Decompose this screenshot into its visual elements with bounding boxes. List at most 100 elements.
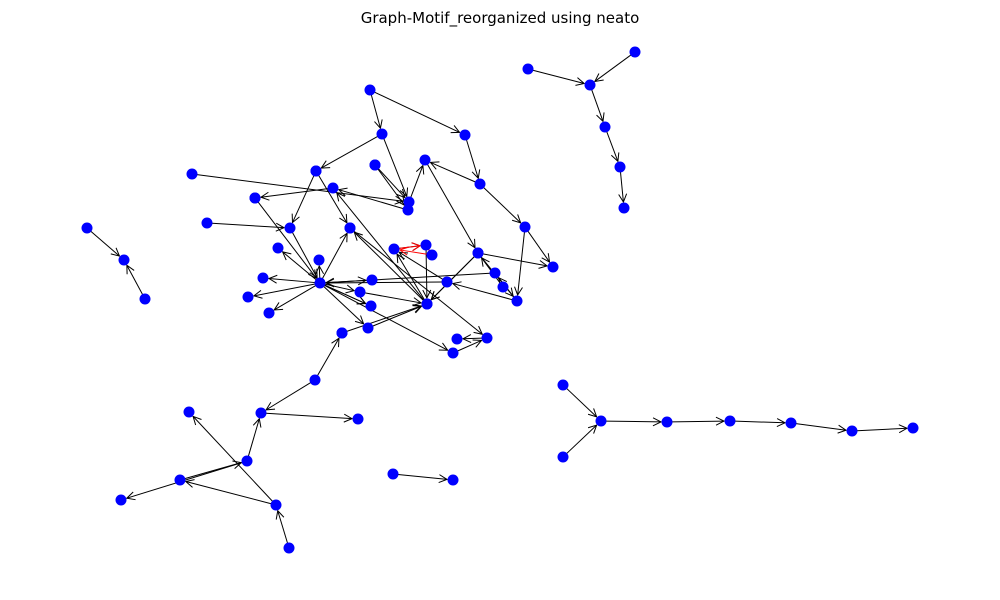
node-n35: [474, 178, 486, 190]
node-n44: [284, 222, 296, 234]
node-n6: [618, 202, 630, 214]
node-n13: [724, 415, 736, 427]
edge-11: [795, 423, 846, 431]
edge-78: [318, 175, 347, 223]
edge-33: [483, 187, 521, 222]
node-n19: [447, 474, 459, 486]
node-n58: [362, 322, 374, 334]
edge-67: [377, 168, 404, 205]
node-n30: [364, 84, 376, 96]
edge-60: [324, 284, 366, 303]
node-n67: [249, 192, 261, 204]
edge-27: [383, 138, 407, 197]
edge-26: [321, 136, 378, 168]
node-n15: [846, 425, 858, 437]
edge-34: [427, 164, 475, 247]
node-n41: [547, 261, 559, 273]
edge-layer: [90, 54, 907, 544]
node-n7: [81, 222, 93, 234]
node-n74: [344, 222, 356, 234]
node-n32: [459, 129, 471, 141]
node-n21: [270, 499, 282, 511]
edge-9: [671, 421, 724, 422]
edge-35: [527, 230, 550, 262]
node-n69: [369, 159, 381, 171]
edge-12: [856, 428, 907, 430]
node-n36: [186, 168, 198, 180]
edge-65: [261, 188, 329, 198]
edge-15: [278, 511, 289, 544]
node-n4: [599, 121, 611, 133]
edge-22: [266, 382, 311, 410]
edge-7: [566, 425, 597, 454]
edge-59: [463, 338, 483, 339]
node-n2: [584, 79, 596, 91]
node-n47: [257, 272, 269, 284]
edge-36: [482, 253, 547, 266]
edge-16: [186, 482, 272, 505]
edge-23: [317, 338, 339, 376]
node-n12: [661, 416, 673, 428]
edge-10: [734, 421, 785, 423]
node-n55: [365, 300, 377, 312]
node-n54: [366, 274, 378, 286]
edge-43: [254, 283, 316, 296]
edge-1: [595, 54, 632, 81]
edge-41: [291, 232, 317, 277]
node-n23: [241, 455, 253, 467]
node-n26: [255, 407, 267, 419]
node-n14: [785, 417, 797, 429]
edge-25: [374, 91, 460, 132]
edge-4: [620, 171, 623, 202]
node-n63: [388, 243, 400, 255]
edge-47: [283, 252, 317, 281]
edge-77: [353, 230, 482, 334]
edge-31: [410, 166, 423, 198]
edge-0: [532, 69, 584, 83]
figure-title: Graph-Motif_reorganized using neato: [360, 9, 640, 27]
edge-54: [326, 282, 443, 283]
edge-28: [465, 139, 478, 178]
edge-13: [566, 388, 597, 416]
node-n17: [557, 379, 569, 391]
edge-64: [337, 193, 425, 301]
edge-75: [426, 249, 427, 298]
node-n46: [314, 277, 326, 289]
node-n66: [327, 182, 339, 194]
node-n53: [354, 286, 366, 298]
node-n52: [272, 242, 284, 254]
node-n39: [519, 221, 531, 233]
node-n61: [451, 333, 463, 345]
node-n71: [497, 281, 509, 293]
node-n9: [118, 254, 130, 266]
edge-8: [605, 421, 661, 422]
edge-74: [399, 252, 444, 280]
node-n50: [313, 254, 325, 266]
edge-21: [265, 412, 352, 418]
node-n48: [242, 291, 254, 303]
edge-42: [269, 279, 316, 283]
node-n25: [183, 406, 195, 418]
edge-56: [323, 286, 364, 323]
edge-2: [591, 89, 603, 122]
edge-45: [319, 266, 320, 279]
node-n18: [387, 468, 399, 480]
node-n70: [336, 327, 348, 339]
edge-20: [247, 419, 259, 457]
node-n72: [472, 247, 484, 259]
motif-edge-2: [400, 250, 428, 254]
edge-3: [606, 131, 618, 162]
edge-40: [292, 175, 315, 223]
node-n11: [595, 415, 607, 427]
edge-55: [326, 272, 491, 282]
edge-14: [397, 474, 447, 479]
edge-68: [364, 292, 421, 303]
edge-30: [378, 168, 405, 198]
node-n65: [426, 249, 438, 261]
edge-66: [339, 190, 404, 210]
edge-29: [196, 174, 403, 202]
edge-46: [321, 233, 347, 279]
node-n57: [489, 267, 501, 279]
